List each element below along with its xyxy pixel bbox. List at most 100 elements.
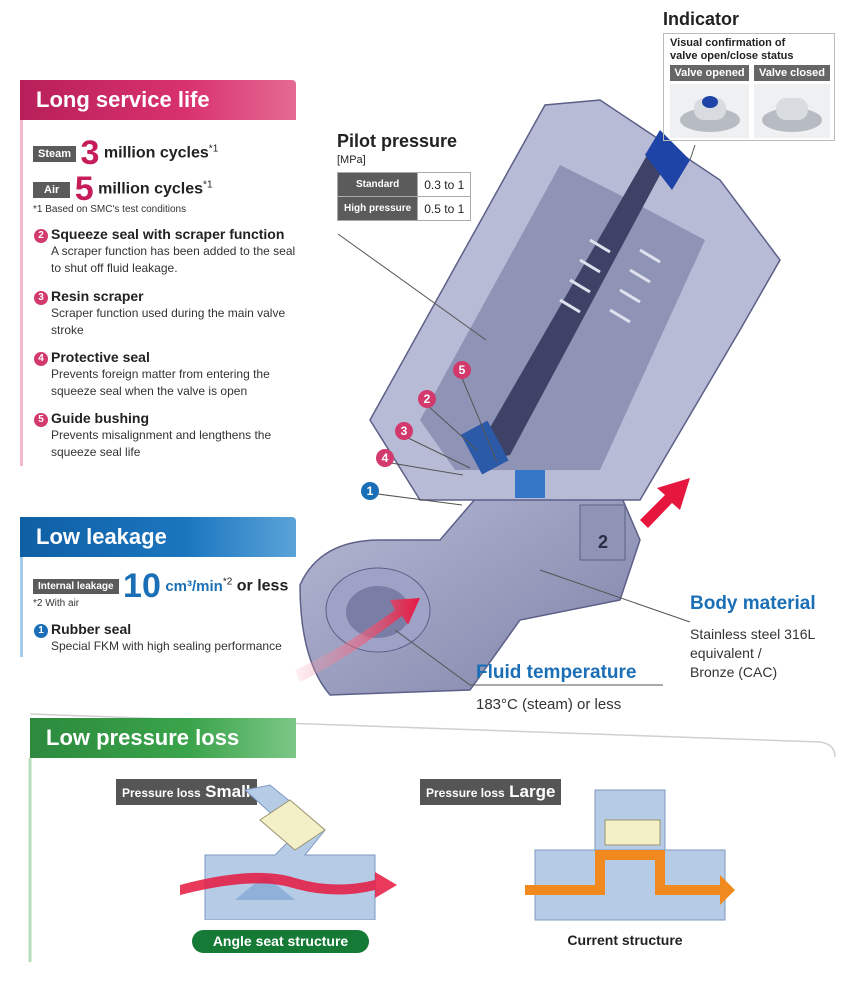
leakage-suffix: or less	[236, 577, 289, 595]
leakage-number: 10	[123, 567, 161, 605]
leader-lines	[337, 144, 696, 686]
angle-seat-label: Angle seat structure	[192, 930, 369, 953]
leakage-unit: cm³/min	[165, 578, 223, 595]
pressure-loss-large-label: Pressure loss Large	[420, 779, 562, 805]
callout-3-marker-label: 3	[401, 424, 408, 438]
item-title: Resin scraper	[51, 288, 144, 304]
air-tag: Air	[33, 181, 71, 198]
steam-cycles-text: million cycles	[103, 144, 209, 162]
callout-2-icon: 2	[34, 229, 48, 243]
footnote-1: *1 Based on SMC's test conditions	[33, 204, 187, 215]
valve-seat	[515, 470, 545, 498]
indicator-open-image	[670, 84, 749, 138]
angle-seat-diagram	[180, 784, 397, 920]
callout-4-icon: 4	[34, 352, 48, 366]
long-service-life-heading: Long service life	[20, 80, 296, 120]
item-title: Guide bushing	[51, 410, 149, 426]
body-material-line1: Stainless steel 316L	[690, 626, 816, 642]
pressure-loss-word: Large	[509, 782, 556, 801]
body-marking: 2	[598, 532, 608, 552]
body-material-line2: equivalent /	[690, 645, 762, 661]
pilot-pressure-unit: [MPa]	[337, 154, 366, 166]
low-pressure-loss-heading: Low pressure loss	[30, 718, 296, 758]
item-title: Protective seal	[51, 349, 150, 365]
low-leakage-side-bar	[20, 557, 23, 657]
air-note-ref: *1	[203, 179, 213, 191]
air-number: 5	[74, 170, 94, 208]
item-description: Prevents foreign matter from entering th…	[51, 367, 270, 398]
pressure-loss-word: Small	[205, 782, 251, 801]
pressure-value: 0.5 to 1	[417, 196, 472, 221]
callout-2-marker-label: 2	[424, 392, 431, 406]
callout-1-icon: 1	[34, 624, 48, 638]
callout-4-marker	[376, 449, 394, 467]
callout-5-marker	[453, 361, 471, 379]
callout-2-marker	[418, 390, 436, 408]
item-description: Special FKM with high sealing performanc…	[51, 639, 282, 653]
table-row: Standard 0.3 to 1	[336, 172, 472, 197]
air-cycles-row: Air 5 million cycles*1	[33, 170, 213, 209]
footnote-2: *2 With air	[33, 598, 80, 609]
steam-note-ref: *1	[208, 143, 219, 155]
pressure-loss-small-label: Pressure loss Small	[116, 779, 257, 805]
callout-1-marker-label: 1	[367, 484, 374, 498]
pilot-pressure-table: Standard 0.3 to 1 High pressure 0.5 to 1	[336, 172, 472, 221]
outlet-port	[579, 504, 626, 561]
callout-5-icon: 5	[34, 413, 48, 427]
item-title: Squeeze seal with scraper function	[51, 226, 285, 242]
item-title: Rubber seal	[51, 621, 132, 637]
valve-stem	[480, 150, 668, 460]
indicator-subtitle-line1: Visual confirmation of	[670, 37, 786, 49]
pressure-loss-prefix: Pressure loss	[426, 786, 505, 800]
indicator-rod	[645, 130, 690, 190]
callout-1-marker	[361, 482, 379, 500]
pilot-pressure-title: Pilot pressure	[337, 131, 458, 151]
callout-5-marker-label: 5	[459, 363, 466, 377]
low-leakage-heading: Low leakage	[20, 517, 296, 557]
pressure-key: Standard	[336, 172, 419, 197]
steam-cycles-row: Steam 3 million cycles*1	[33, 134, 218, 173]
outlet-flow-arrow	[640, 478, 690, 528]
fluid-temperature-value: 183°C (steam) or less	[476, 696, 622, 713]
pressure-key: High pressure	[336, 196, 419, 221]
pressure-loss-prefix: Pressure loss	[122, 786, 201, 800]
steam-number: 3	[80, 134, 100, 172]
valve-closed-label: Valve closed	[754, 65, 830, 81]
indicator-panel: Visual confirmation of valve open/close …	[663, 33, 835, 141]
fluid-temperature-title: Fluid temperature	[476, 662, 637, 683]
internal-leakage-row: Internal leakage 10 cm³/min*2 or less	[33, 567, 288, 606]
callout-3-icon: 3	[34, 291, 48, 305]
indicator-closed-image	[754, 84, 830, 138]
internal-leakage-tag: Internal leakage	[33, 579, 119, 594]
item-description: A scraper function has been added to the…	[51, 244, 296, 275]
item-description: Prevents misalignment and lengthens the …	[51, 428, 272, 459]
steam-tag: Steam	[33, 145, 77, 162]
indicator-subtitle-line2: valve open/close status	[670, 50, 794, 62]
indicator-subtitle: Visual confirmation of valve open/close …	[670, 37, 794, 63]
body-material-line3: Bronze (CAC)	[690, 664, 778, 680]
leakage-note-ref: *2	[222, 576, 233, 588]
inlet-flow-arrow	[295, 598, 420, 682]
callout-3-marker	[395, 422, 413, 440]
inlet-bore	[346, 586, 410, 638]
current-structure-diagram	[525, 789, 735, 921]
valve-cutaway-illustration: 2 5 2 3 4 1	[295, 99, 781, 696]
callout-4-marker-label: 4	[382, 451, 389, 465]
air-cycles-text: million cycles	[98, 180, 204, 198]
pressure-value: 0.3 to 1	[417, 172, 472, 197]
table-row: High pressure 0.5 to 1	[336, 196, 472, 221]
indicator-title: Indicator	[663, 9, 740, 29]
item-description: Scraper function used during the main va…	[51, 306, 286, 337]
spring-coils	[559, 238, 661, 324]
body-material-title: Body material	[690, 593, 816, 614]
long-service-life-side-bar	[20, 120, 23, 466]
current-structure-label: Current structure	[567, 932, 683, 948]
valve-opened-label: Valve opened	[670, 65, 749, 81]
body-material-desc: Stainless steel 316L equivalent / Bronze…	[690, 625, 815, 682]
low-pressure-loss-frame	[28, 713, 836, 962]
